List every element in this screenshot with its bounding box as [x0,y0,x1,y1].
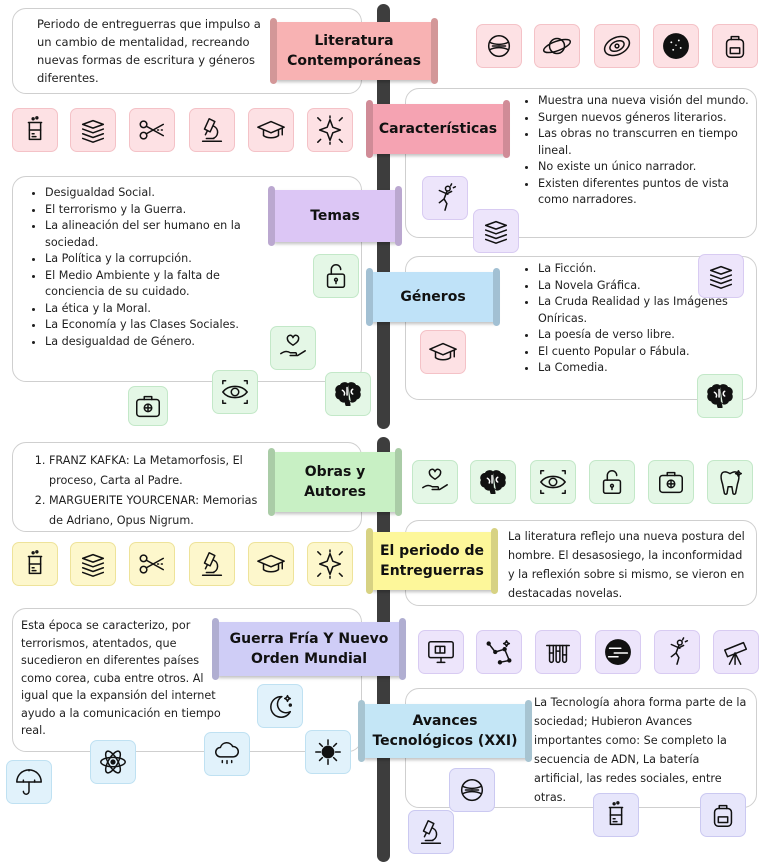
generos-banner: Géneros [370,272,496,322]
rain-cloud-icon [204,732,250,776]
temas-item: El terrorismo y la Guerra. [45,202,281,219]
temas-item: El Medio Ambiente y la falta de concienc… [45,268,281,301]
caracteristicas-item: Surgen nuevos géneros literarios. [538,110,752,127]
tooth-icon [707,460,753,504]
guerra-fria-title: Guerra Fría Y Nuevo Orden Mundial [229,631,389,667]
temas-title: Temas [310,208,360,224]
sun-icon [305,730,351,774]
lock-icon [313,254,359,298]
obras-list: FRANZ KAFKA: La Metamorfosis, El proceso… [21,451,261,531]
scissors-icon [129,542,175,586]
planet-icon [595,630,641,674]
scissors-icon [129,108,175,152]
sparkle-icon [307,108,353,152]
computer-icon [418,630,464,674]
beaker-icon [593,793,639,837]
brain-icon [325,372,371,416]
guerra-fria-text: Esta época se caracterizo, por terrorism… [21,619,221,737]
graduation-cap-icon [248,108,294,152]
obras-item: FRANZ KAFKA: La Metamorfosis, El proceso… [49,451,261,491]
avances-banner: Avances Tecnológicos (XXI) [362,704,528,758]
generos-item: La Novela Gráfica. [538,278,676,295]
heart-hand-icon [412,460,458,504]
temas-item: La Economía y las Clases Sociales. [45,317,281,334]
sparkle-icon [307,542,353,586]
saturn-icon [534,24,580,68]
entreguerras-text: La literatura reflejo una nueva postura … [508,530,745,600]
temas-item: La ética y la Moral. [45,301,281,318]
literatura-banner: Literatura Contemporáneas [274,22,434,80]
backpack-icon [700,793,746,837]
books-icon [473,209,519,253]
books-icon [698,254,744,298]
generos-list: La Ficción. La Novela Gráfica. La Cruda … [518,261,728,377]
caracteristicas-title: Características [378,121,498,137]
heart-hand-icon [270,326,316,370]
temas-banner: Temas [272,190,398,242]
beaker-icon [12,542,58,586]
temas-item: Desigualdad Social. [45,185,281,202]
generos-item: La poesía de verso libre. [538,327,676,344]
temas-item: La Política y la corrupción. [45,251,281,268]
avances-text: La Tecnología ahora forma parte de la so… [534,696,747,804]
caracteristicas-list: Muestra una nueva visión del mundo. Surg… [518,93,752,209]
planet-icon [476,24,522,68]
beaker-icon [12,108,58,152]
microscope-icon [408,810,454,854]
constellation-icon [476,630,522,674]
graduation-cap-icon [248,542,294,586]
books-icon [70,542,116,586]
first-aid-kit-icon [648,460,694,504]
dancer-icon [654,630,700,674]
graduation-cap-icon [420,330,466,374]
generos-item: La Cruda Realidad y las Imágenes Onírica… [538,294,746,327]
generos-item: El cuento Popular o Fábula. [538,344,716,361]
test-tubes-icon [535,630,581,674]
obras-title: Obras y Autores [304,464,366,500]
literatura-title: Literatura Contemporáneas [287,33,421,69]
first-aid-kit-icon [128,386,168,426]
backpack-icon [712,24,758,68]
microscope-icon [189,108,235,152]
telescope-icon [713,630,759,674]
books-icon [70,108,116,152]
caracteristicas-banner: Características [370,104,506,154]
entreguerras-title: El periodo de Entreguerras [379,543,485,579]
obras-banner: Obras y Autores [272,452,398,512]
temas-item: La alineación del ser humano en la socie… [45,218,281,251]
obras-item: MARGUERITE YOURCENAR: Memorias de Adrian… [49,491,261,531]
stars-icon [653,24,699,68]
microscope-icon [189,542,235,586]
lock-icon [589,460,635,504]
generos-item: La Ficción. [538,261,676,278]
caracteristicas-item: Las obras no transcurren en tiempo linea… [538,126,752,159]
temas-item: La desigualdad de Género. [45,334,281,351]
avances-title: Avances Tecnológicos (XXI) [372,713,518,749]
caracteristicas-item: Existen diferentes puntos de vista como … [538,176,752,209]
umbrella-icon [6,760,52,804]
brain-icon [470,460,516,504]
eye-icon [212,370,258,414]
guerra-fria-banner: Guerra Fría Y Nuevo Orden Mundial [216,622,402,676]
galaxy-icon [594,24,640,68]
dancer-icon [422,176,468,220]
brain-icon [697,374,743,418]
moon-icon [257,684,303,728]
temas-list: Desigualdad Social. El terrorismo y la G… [25,185,281,350]
generos-title: Géneros [400,289,466,305]
atom-icon [90,740,136,784]
literatura-text: Periodo de entreguerras que impulso a un… [37,17,261,85]
entreguerras-banner: El periodo de Entreguerras [370,532,494,590]
generos-item: La Comedia. [538,360,676,377]
caracteristicas-item: Muestra una nueva visión del mundo. [538,93,752,110]
planet-icon [449,768,495,812]
eye-icon [530,460,576,504]
caracteristicas-item: No existe un único narrador. [538,159,752,176]
